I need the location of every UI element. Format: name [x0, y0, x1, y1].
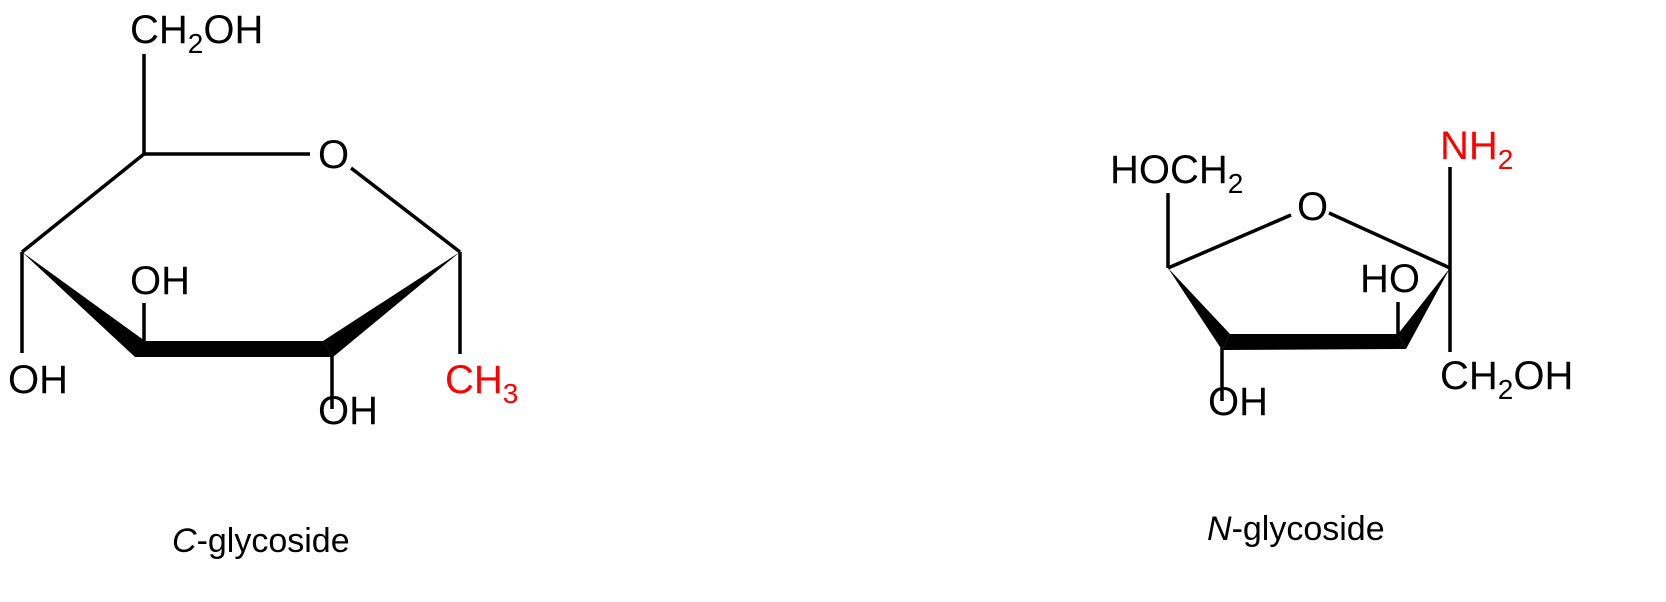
bond — [20, 152, 146, 254]
wedge-bond — [1398, 268, 1450, 349]
bold-bond — [135, 341, 333, 357]
ring-oxygen-label: O — [318, 133, 349, 177]
hoch2-label: HOCH2 — [1110, 148, 1243, 199]
wedge-bond — [1168, 268, 1230, 350]
wedge-bond — [323, 252, 460, 357]
ch2oh-label: CH2OH — [1440, 354, 1573, 405]
ho-label: HO — [1360, 257, 1420, 301]
ring-oxygen-label: O — [1297, 185, 1328, 229]
n-glycoside-structure: HOCH2 O NH2 HO OH CH2OH N-glycoside — [1110, 124, 1573, 548]
c-glycoside-caption: C-glycoside — [172, 522, 350, 560]
methyl-label: CH3 — [445, 358, 518, 409]
c-glycoside-structure: CH2OH O OH OH OH CH3 C-glycoside — [8, 8, 518, 560]
bold-bond — [1222, 334, 1406, 350]
oh-label: OH — [8, 358, 68, 402]
bond — [1167, 213, 1292, 270]
wedge-bond — [22, 252, 145, 357]
n-glycoside-caption: N-glycoside — [1207, 510, 1385, 548]
bond — [349, 166, 462, 254]
oh-label: OH — [318, 389, 378, 433]
oh-label: OH — [1208, 380, 1268, 424]
bond — [1328, 211, 1451, 270]
ch2oh-label: CH2OH — [130, 8, 263, 59]
oh-label: OH — [130, 259, 190, 303]
amine-label: NH2 — [1440, 124, 1513, 175]
